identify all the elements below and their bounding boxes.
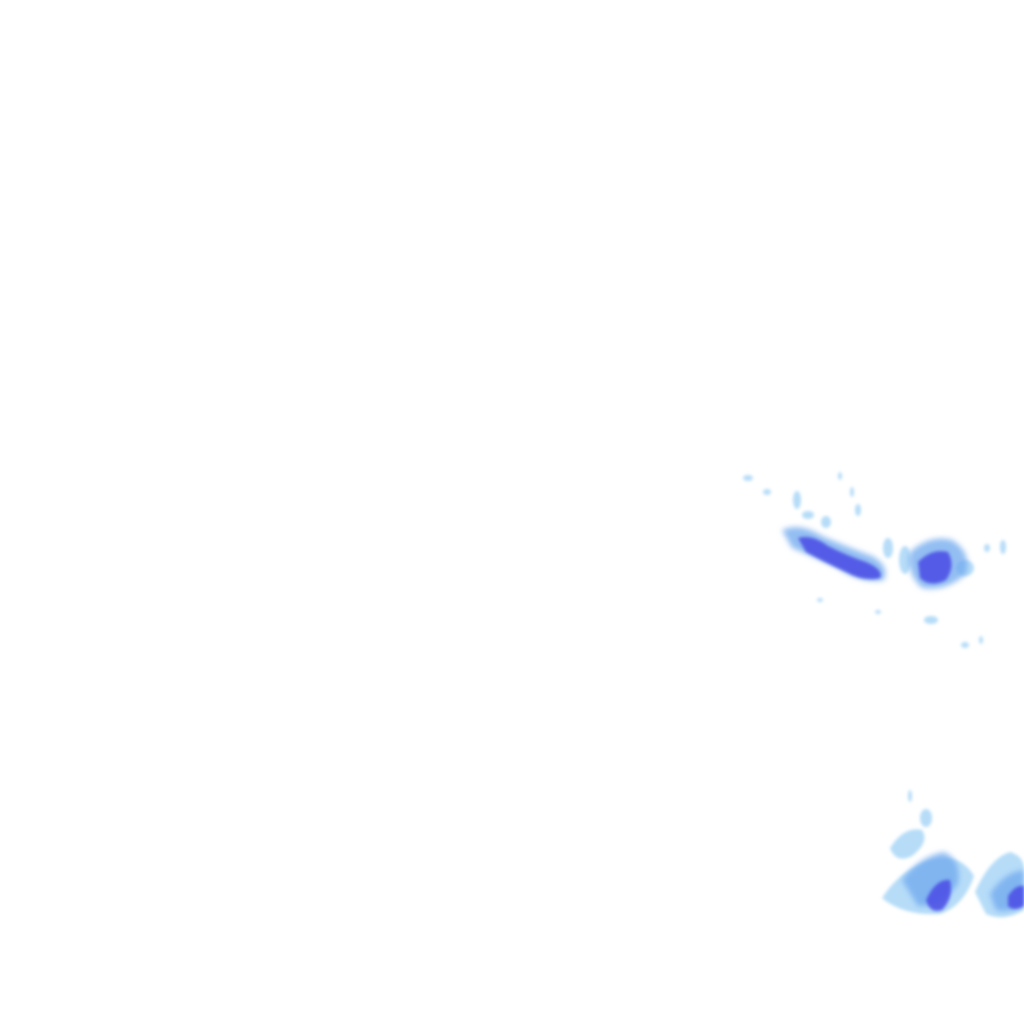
heavy-echoes-lower bbox=[926, 879, 1024, 911]
precipitation-band-lower bbox=[882, 790, 1024, 918]
heavy-echoes-upper bbox=[798, 537, 952, 584]
light-echoes-upper bbox=[743, 472, 1006, 648]
precipitation-band-upper bbox=[743, 472, 1006, 648]
